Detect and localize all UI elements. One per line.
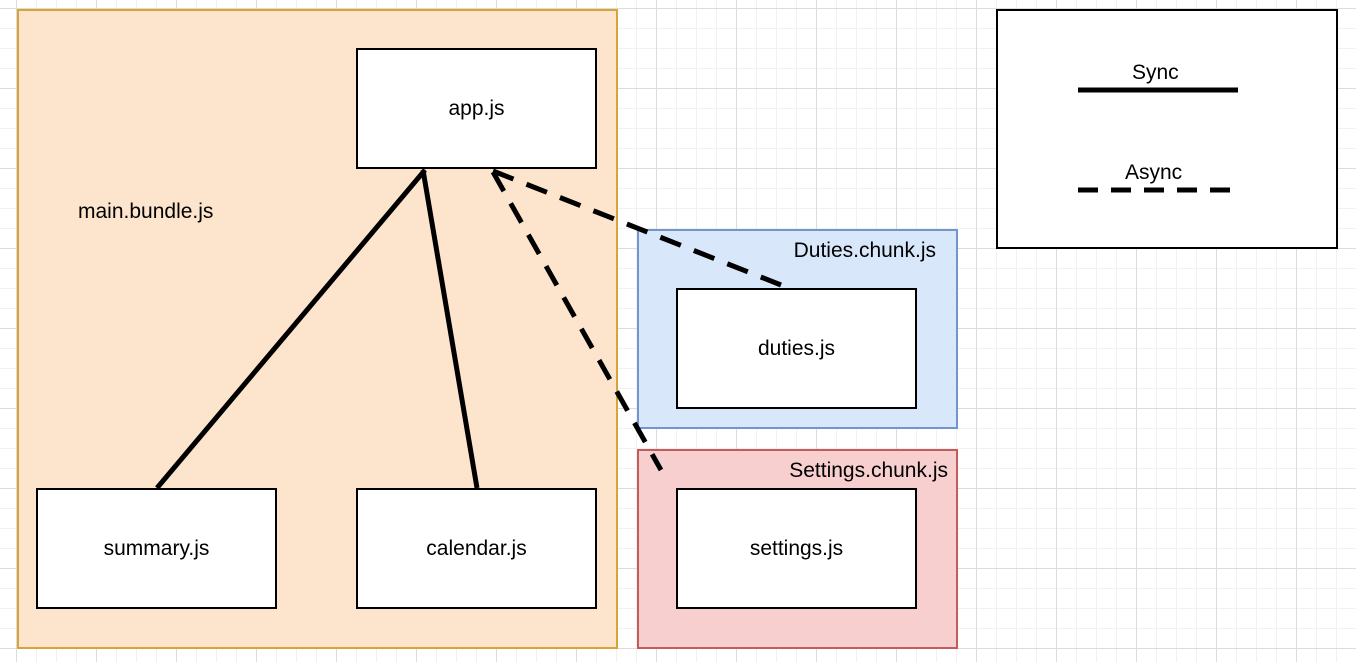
duties-module-label: duties.js xyxy=(757,336,836,360)
main-bundle-label: main.bundle.js xyxy=(78,200,214,223)
summary-module-label: summary.js xyxy=(103,536,210,560)
app-module-label: app.js xyxy=(448,96,505,120)
calendar-module[interactable]: calendar.js xyxy=(356,488,597,609)
settings-module[interactable]: settings.js xyxy=(676,488,917,609)
duties-module[interactable]: duties.js xyxy=(676,288,917,409)
summary-module[interactable]: summary.js xyxy=(36,488,277,609)
settings-module-label: settings.js xyxy=(749,536,844,560)
legend-async-label: Async xyxy=(1125,161,1183,184)
legend-lines xyxy=(1078,87,1238,193)
legend: Sync Async xyxy=(996,9,1338,249)
settings-chunk-label: Settings.chunk.js xyxy=(789,459,948,482)
legend-sync-label: Sync xyxy=(1132,61,1179,84)
calendar-module-label: calendar.js xyxy=(426,536,527,560)
app-module[interactable]: app.js xyxy=(356,48,597,169)
duties-chunk-label: Duties.chunk.js xyxy=(793,239,936,262)
